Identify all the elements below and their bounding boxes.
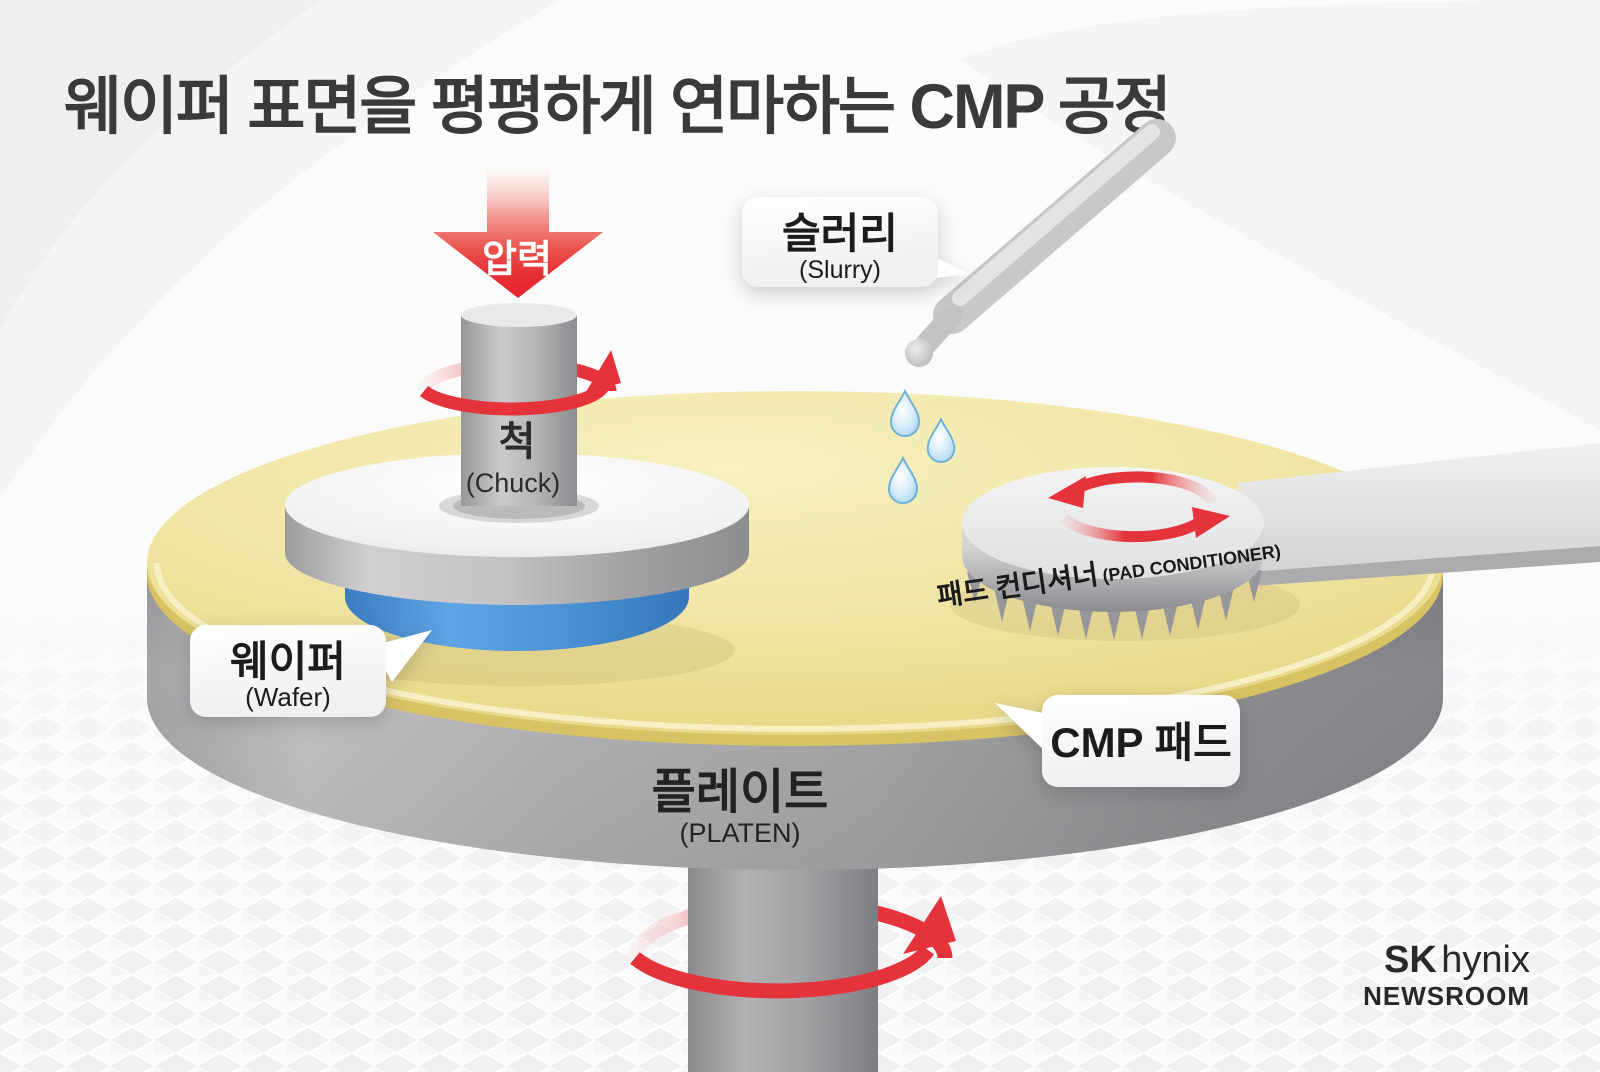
page-title: 웨이퍼 표면을 평평하게 연마하는 CMP 공정 (64, 72, 1170, 142)
platen-shaft-group (627, 858, 956, 1072)
wafer-label-en: (Wafer) (245, 682, 331, 712)
chuck-cylinder-top (461, 303, 577, 327)
conditioner-disc-top (962, 467, 1264, 579)
slurry-dropper-group (887, 119, 1176, 504)
platen-label-group: 플레이트 (PLATEN) (652, 766, 829, 848)
background-sweep (960, 0, 1600, 430)
logo-newsroom: NEWSROOM (1363, 981, 1530, 1011)
wafer-bubble-pointer (372, 630, 432, 682)
slurry-label-ko: 슬러리 (782, 210, 898, 257)
chuck-carrier-group: 척 (Chuck) (285, 303, 749, 686)
pad-conditioner-group: 패드 컨디셔너 (PAD CONDITIONER) (935, 443, 1600, 641)
cmp-pad-label: CMP 패드 (1050, 719, 1232, 766)
slurry-bubble: 슬러리 (Slurry) (742, 197, 970, 287)
slurry-dropper-ball (905, 339, 933, 367)
cmp-pad-bubble-box (1042, 695, 1240, 787)
slurry-drop-icon (926, 416, 956, 463)
conditioner-rotation-arc-top (1075, 471, 1218, 505)
platen-shaft (688, 858, 878, 1072)
cmp-pad-bubble-pointer (995, 703, 1048, 754)
conditioner-rotation-arc-bottom (1060, 513, 1201, 543)
logo-sk: SK (1384, 939, 1437, 981)
platen-label-en: (PLATEN) (679, 818, 800, 848)
chuck-label-ko: 척 (499, 420, 536, 464)
platen-side-shade (147, 563, 1443, 870)
chuck-rotation-arrow-front (419, 382, 609, 416)
slurry-dropper-highlight (952, 124, 1160, 306)
platen-label-ko: 플레이트 (652, 766, 829, 819)
wafer-label-ko: 웨이퍼 (230, 638, 346, 685)
conditioner-arm-edge (1248, 546, 1600, 586)
background-sweep (0, 0, 320, 330)
carrier-side (285, 505, 749, 605)
pressure-arrow-group: 압력 (433, 168, 603, 298)
slurry-drop-icon (889, 388, 921, 437)
pressure-label: 압력 (482, 239, 552, 281)
logo-skhynix: SK hynix (1384, 939, 1530, 981)
slurry-drops (887, 388, 956, 504)
conditioner-spikes (967, 570, 1262, 640)
conditioner-rotation-arrowhead-icon (1048, 476, 1086, 508)
conditioner-rotation-arrowhead-icon (1192, 507, 1230, 538)
wafer-bubble: 웨이퍼 (Wafer) (190, 625, 432, 717)
conditioner-side (962, 523, 1264, 612)
slurry-dropper-tip (916, 304, 963, 354)
logo-hynix: hynix (1441, 939, 1530, 981)
wafer-disc (345, 545, 689, 651)
chuck-label-en: (Chuck) (466, 468, 561, 498)
slurry-bubble-box (742, 197, 938, 287)
platen-rotation-arrowhead-icon (903, 896, 956, 954)
pressure-arrow-icon (433, 168, 603, 298)
cmp-pad-bubble: CMP 패드 (995, 695, 1240, 787)
platen-rotation-arrow-front (630, 945, 935, 999)
slurry-label-en: (Slurry) (799, 256, 881, 284)
brand-logo: SK hynix NEWSROOM (1363, 939, 1530, 1011)
conditioner-arm (1238, 443, 1600, 572)
wafer-bubble-box (190, 625, 386, 717)
slurry-drop-icon (887, 455, 919, 504)
chuck-rotation-arrowhead-icon (586, 350, 621, 392)
